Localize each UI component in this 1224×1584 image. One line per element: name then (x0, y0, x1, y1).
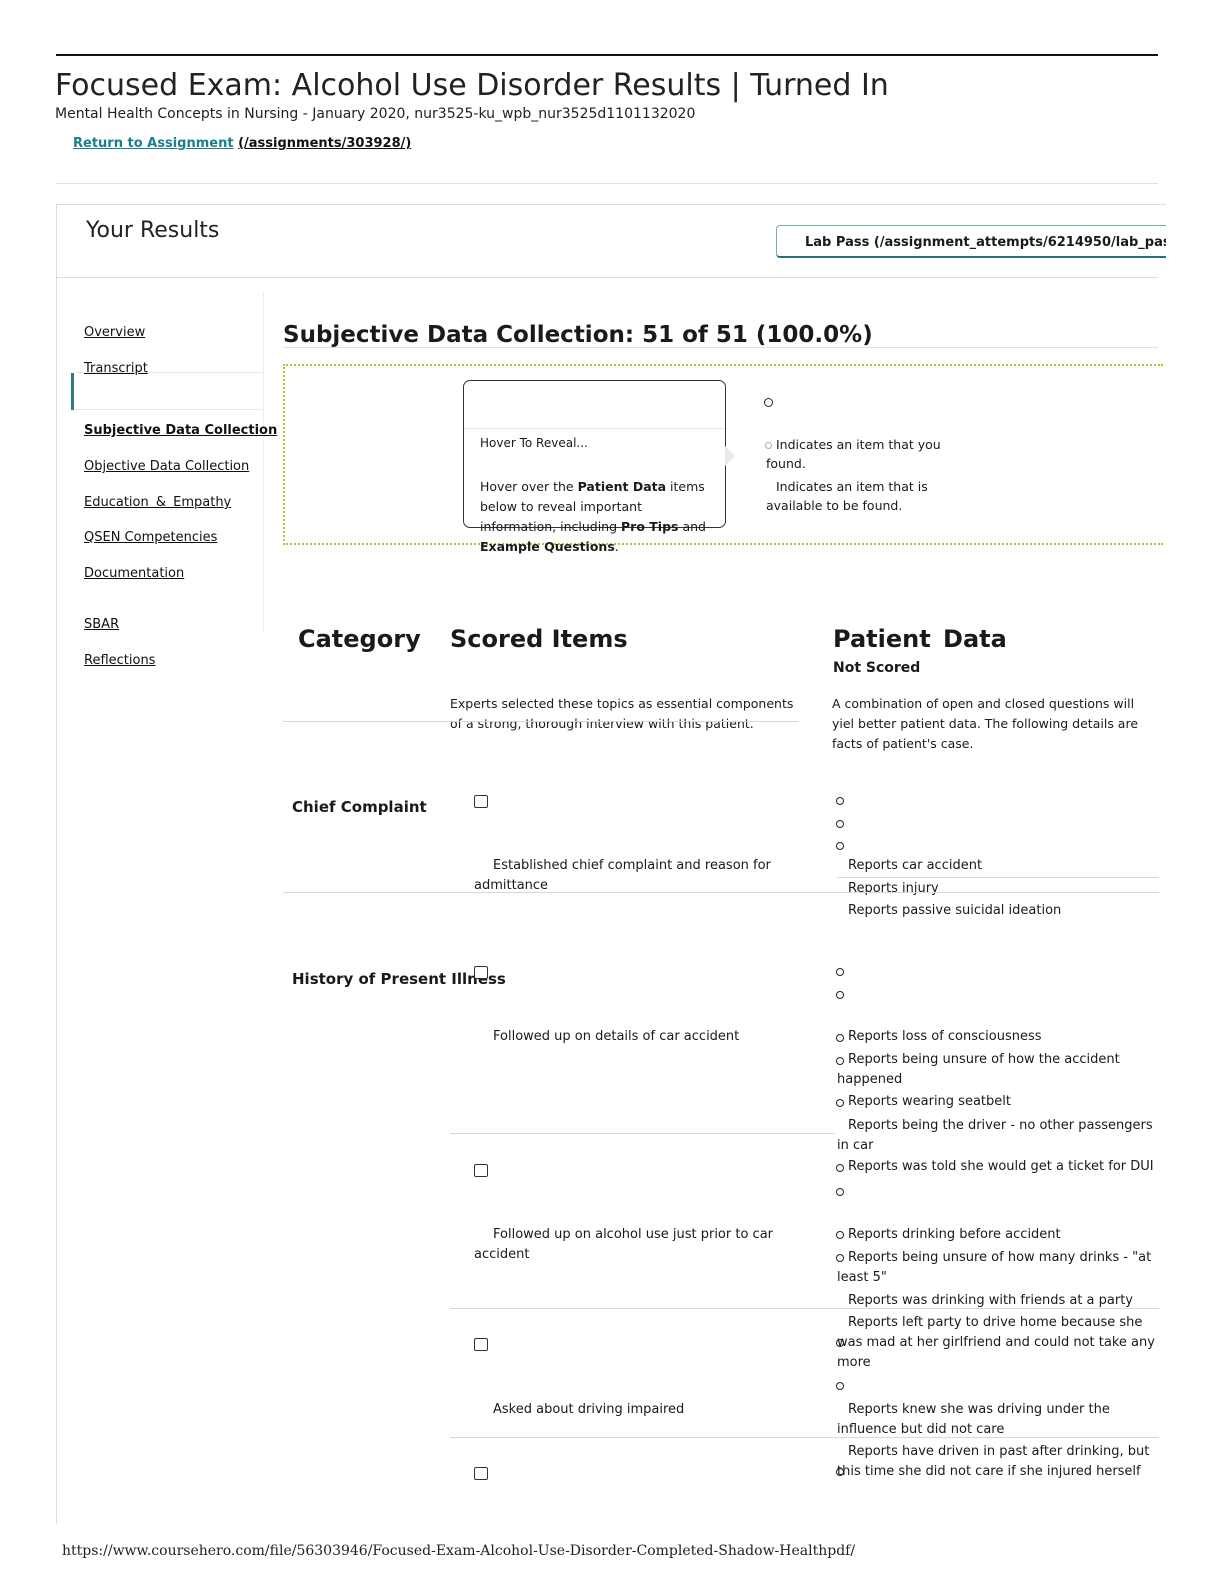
sidebar-active-indicator (71, 373, 74, 410)
patient-data-item[interactable]: Reports being unsure of how many drinks … (837, 1250, 1152, 1285)
patient-data-item[interactable]: Reports was told she would get a ticket … (848, 1159, 1154, 1174)
patient-data-item[interactable]: Reports passive suicidal ideation (848, 903, 1062, 918)
results-divider (56, 277, 1158, 278)
checkbox-icon (474, 795, 488, 808)
sidebar-border (263, 292, 264, 632)
sidebar-item-reflections[interactable]: Reflections (84, 653, 156, 668)
header-row-rule (449, 721, 799, 722)
found-marker-icon (836, 1231, 844, 1239)
found-marker-icon (836, 1468, 844, 1476)
found-marker-icon (836, 1188, 844, 1196)
category-row-rule (283, 892, 1159, 893)
header-divider (56, 183, 1158, 184)
not-scored-label: Not Scored (833, 660, 921, 676)
category-history-of-present-illness: History of Present Illness (292, 970, 506, 988)
results-panel (56, 204, 1166, 1524)
results-heading: Your Results (86, 218, 220, 243)
scored-item-chief-complaint: Established chief complaint and reason f… (474, 858, 771, 893)
scored-item-rule (450, 1308, 1159, 1309)
found-marker-icon (836, 968, 844, 976)
patient-data-item[interactable]: Reports injury (848, 881, 939, 896)
legend-found-text: Indicates an item that you found. (766, 437, 941, 471)
patient-data-description: A combination of open and closed questio… (832, 696, 1139, 751)
found-marker-icon (836, 1057, 844, 1065)
patient-data-item[interactable]: Reports being the driver - no other pass… (837, 1118, 1153, 1153)
sidebar-divider (76, 409, 262, 410)
sidebar-item-qsen-competencies[interactable]: QSEN Competencies (84, 530, 218, 545)
found-marker-icon (836, 1339, 844, 1347)
sidebar-item-sbar[interactable]: SBAR (84, 617, 120, 632)
legend-panel (283, 364, 1163, 545)
scored-items-column-header: Scored Items (450, 625, 628, 653)
section-title: Subjective Data Collection: 51 of 51 (10… (283, 322, 873, 348)
found-marker-icon (836, 1382, 844, 1390)
patient-data-item[interactable]: Reports have driven in past after drinki… (837, 1444, 1150, 1479)
patient-data-column-header: Patient Data (833, 625, 1007, 653)
course-subtitle: Mental Health Concepts in Nursing - Janu… (55, 106, 696, 122)
return-to-assignment-link[interactable]: Return to Assignment (/assignments/30392… (73, 136, 411, 151)
patient-data-rule (837, 877, 1159, 878)
checkbox-icon (474, 1338, 488, 1351)
sidebar-item-subjective-data-collection[interactable]: Subjective Data Collection (84, 423, 278, 438)
found-marker-icon (836, 991, 844, 999)
patient-data-item[interactable]: Reports car accident (848, 858, 983, 873)
checkbox-icon (474, 966, 488, 979)
scored-item-rule (450, 1133, 835, 1134)
page-title: Focused Exam: Alcohol Use Disorder Resul… (55, 68, 889, 103)
hover-card-arrow (725, 446, 735, 466)
patient-data-item[interactable]: Reports wearing seatbelt (848, 1094, 1011, 1109)
found-marker-icon (764, 398, 773, 407)
return-link-path[interactable]: (/assignments/303928/) (238, 136, 412, 151)
return-link-label[interactable]: Return to Assignment (73, 136, 234, 151)
patient-data-item[interactable]: Reports was drinking with friends at a p… (848, 1293, 1134, 1308)
top-rule (56, 54, 1158, 56)
hover-reveal-text: Hover over the Patient Data items below … (480, 479, 706, 554)
found-marker-icon (836, 1099, 844, 1107)
scored-item-alcohol-use-prior: Followed up on alcohol use just prior to… (474, 1227, 774, 1262)
patient-data-item[interactable]: Reports being unsure of how the accident… (837, 1052, 1120, 1087)
checkbox-icon (474, 1467, 488, 1480)
found-marker-icon (836, 797, 844, 805)
hover-reveal-title: Hover To Reveal... (480, 436, 588, 450)
section-divider (283, 347, 1158, 348)
patient-data-item[interactable]: Reports loss of consciousness (848, 1029, 1042, 1044)
legend-available-text: Indicates an item that is available to b… (766, 479, 928, 513)
patient-data-item[interactable]: Reports knew she was driving under the i… (837, 1402, 1110, 1437)
lab-pass-button[interactable]: Lab Pass (/assignment_attempts/6214950/l… (776, 225, 1166, 258)
small-found-marker-icon (765, 442, 772, 449)
patient-data-item[interactable]: Reports drinking before accident (848, 1227, 1061, 1242)
category-chief-complaint: Chief Complaint (292, 798, 427, 816)
sidebar-item-documentation[interactable]: Documentation (84, 566, 185, 581)
header-row-rule (283, 721, 449, 722)
sidebar-item-education-empathy[interactable]: Education & Empathy (84, 495, 232, 510)
checkbox-icon (474, 1164, 488, 1177)
hover-reveal-card (463, 380, 726, 528)
footer-url: https://www.coursehero.com/file/56303946… (62, 1543, 856, 1559)
scored-item-driving-impaired: Asked about driving impaired (493, 1402, 685, 1417)
scored-item-rule (450, 1437, 1159, 1438)
found-marker-icon (836, 1034, 844, 1042)
sidebar-item-transcript[interactable]: Transcript (84, 361, 148, 376)
found-marker-icon (836, 842, 844, 850)
patient-data-item[interactable]: Reports left party to drive home because… (837, 1315, 1155, 1370)
sidebar-divider (76, 372, 262, 373)
category-column-header: Category (298, 625, 421, 653)
found-marker-icon (836, 820, 844, 828)
found-marker-icon (836, 1254, 844, 1262)
sidebar-item-objective-data-collection[interactable]: Objective Data Collection (84, 459, 250, 474)
scored-item-car-accident-details: Followed up on details of car accident (493, 1029, 740, 1044)
scored-items-description: Experts selected these topics as essenti… (450, 696, 794, 731)
found-marker-icon (836, 1164, 844, 1172)
sidebar-item-overview[interactable]: Overview (84, 325, 146, 340)
